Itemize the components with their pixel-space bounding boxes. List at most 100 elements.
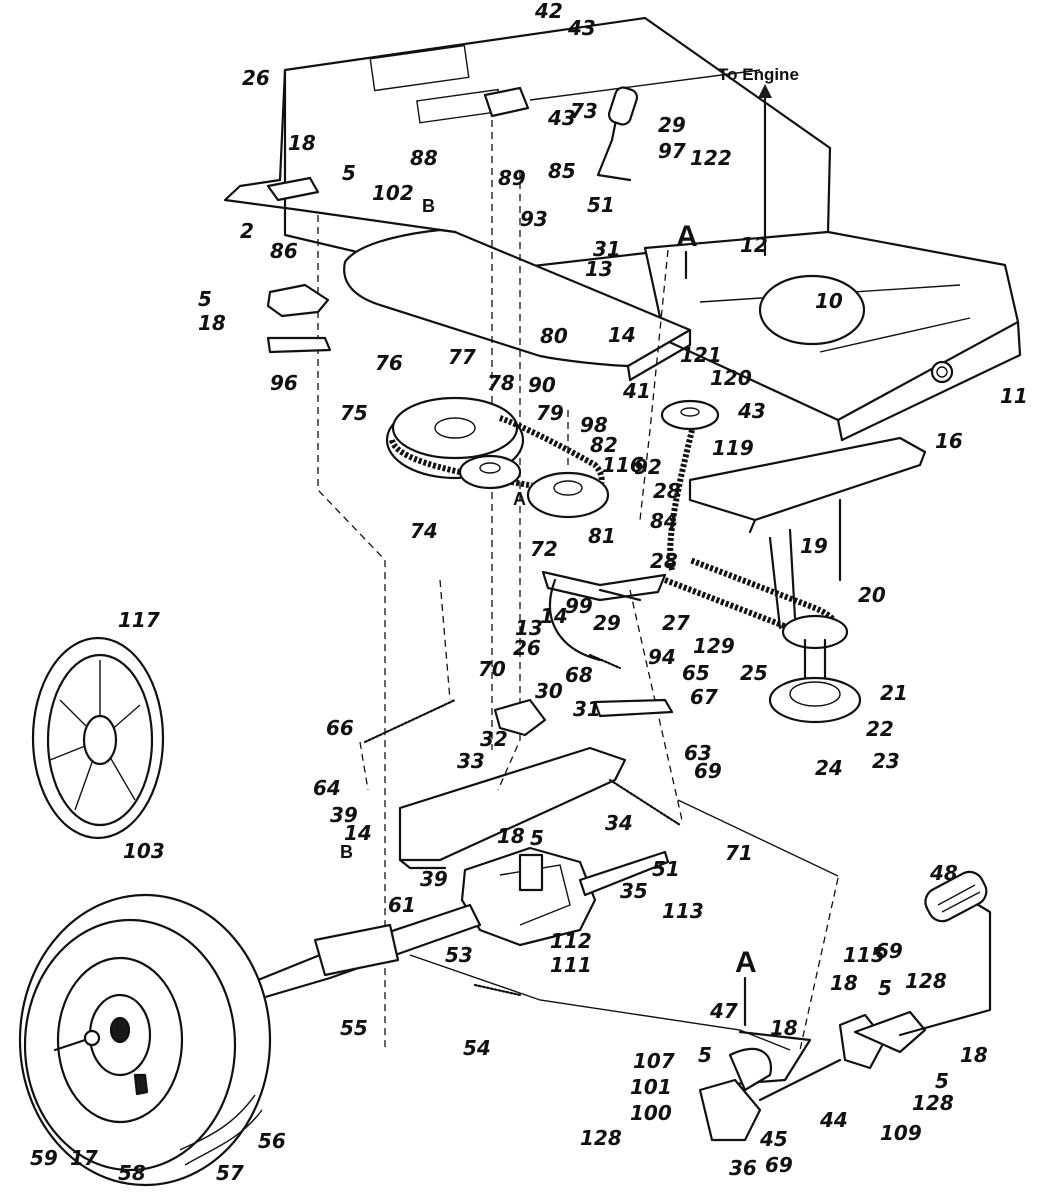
callout-c69c: 69 — [765, 1153, 793, 1177]
callout-c48: 48 — [929, 861, 958, 885]
callout-c82: 82 — [590, 433, 618, 457]
callout-c77: 77 — [448, 345, 476, 369]
callout-c55: 55 — [340, 1016, 368, 1040]
callout-c111: 111 — [550, 953, 592, 977]
callout-c19: 19 — [800, 534, 828, 558]
callout-c18a: 18 — [288, 131, 316, 155]
callout-c121: 121 — [680, 343, 722, 367]
callout-c28b: 28 — [650, 549, 678, 573]
callout-c5f: 5 — [935, 1069, 949, 1093]
callout-c116: 116 — [602, 453, 644, 477]
callout-c13a: 13 — [585, 257, 613, 281]
linkage-parts — [256, 86, 992, 1142]
callout-c109: 109 — [880, 1121, 922, 1145]
pulley-assembly — [385, 396, 862, 724]
to-engine-label: To Engine — [718, 65, 799, 84]
callout-c128b: 128 — [580, 1126, 622, 1150]
callout-c11: 11 — [1000, 384, 1028, 408]
callout-c78: 78 — [487, 371, 515, 395]
callout-c113: 113 — [662, 899, 704, 923]
callout-c107: 107 — [633, 1049, 675, 1073]
callout-c24: 24 — [815, 756, 843, 780]
callout-c29a: 29 — [658, 113, 686, 137]
callout-c14c: 14 — [344, 821, 372, 845]
callout-c5e: 5 — [698, 1043, 712, 1067]
callout-c68: 68 — [565, 663, 593, 687]
callout-c88: 88 — [410, 146, 438, 170]
callout-c58: 58 — [118, 1161, 146, 1185]
callout-c31a: 31 — [593, 237, 621, 261]
callout-c97: 97 — [658, 139, 686, 163]
callout-c92: 92 — [634, 455, 662, 479]
callout-c96: 96 — [270, 371, 298, 395]
callout-c98: 98 — [580, 413, 608, 437]
callout-c27: 27 — [662, 611, 690, 635]
callout-c90: 90 — [528, 373, 556, 397]
callout-c67: 67 — [690, 685, 718, 709]
callout-c72: 72 — [530, 537, 558, 561]
callout-c12: 12 — [740, 233, 768, 257]
callout-c17: 17 — [70, 1146, 98, 1170]
callout-c28a: 28 — [653, 479, 681, 503]
callout-c34: 34 — [605, 811, 633, 835]
callout-c86: 86 — [270, 239, 298, 263]
callout-c18f: 18 — [960, 1043, 988, 1067]
callout-c44: 44 — [819, 1108, 848, 1132]
callout-c81: 81 — [588, 524, 616, 548]
callout-c5d: 5 — [878, 976, 892, 1000]
callout-c25: 25 — [740, 661, 768, 685]
wheel-cover-103 — [31, 636, 165, 840]
callout-c122: 122 — [690, 146, 732, 170]
callout-c69b: 69 — [875, 939, 903, 963]
callout-c65: 65 — [682, 661, 710, 685]
callout-c36: 36 — [729, 1156, 757, 1180]
callout-c120: 120 — [710, 366, 752, 390]
callout-c89: 89 — [498, 166, 526, 190]
callout-c18e: 18 — [770, 1016, 798, 1040]
ref-letter-a-pulley: A — [513, 489, 526, 509]
callout-c10: 10 — [815, 289, 843, 313]
callout-c128c: 128 — [912, 1091, 954, 1115]
callout-c54: 54 — [463, 1036, 491, 1060]
callout-c18b: 18 — [198, 311, 226, 335]
callout-c99: 99 — [565, 594, 593, 618]
callout-c94: 94 — [648, 645, 676, 669]
callout-c69a: 69 — [694, 759, 722, 783]
callout-c129: 129 — [693, 634, 735, 658]
ref-letter-a-bottom: A — [735, 946, 757, 979]
callout-c39a: 39 — [330, 803, 358, 827]
callout-c33: 33 — [457, 749, 485, 773]
ref-letter-b-bottom: B — [340, 842, 353, 862]
callout-c2: 2 — [240, 219, 254, 243]
callout-c71: 71 — [725, 841, 753, 865]
callout-c26b: 26 — [513, 636, 541, 660]
callout-c117: 117 — [118, 608, 160, 632]
callout-c39b: 39 — [420, 867, 448, 891]
callout-c43a: 43 — [567, 16, 596, 40]
callout-c102: 102 — [372, 181, 414, 205]
callout-c42: 42 — [534, 0, 563, 23]
callout-c41: 41 — [622, 379, 651, 403]
callout-c23: 23 — [872, 749, 900, 773]
callout-c43b: 43 — [547, 106, 576, 130]
callout-c112: 112 — [550, 929, 592, 953]
callout-c35: 35 — [620, 879, 648, 903]
callout-c56: 56 — [258, 1129, 286, 1153]
callout-c5b: 5 — [198, 287, 212, 311]
callout-c73: 73 — [570, 99, 598, 123]
callout-c59: 59 — [30, 1146, 58, 1170]
chassis-frame — [223, 16, 1022, 870]
callout-c30: 30 — [535, 679, 563, 703]
callout-c76: 76 — [375, 351, 403, 375]
reference-letters: To Engine B B A A A — [340, 65, 799, 1027]
callout-c32: 32 — [480, 727, 508, 751]
callout-c18c: 18 — [497, 824, 525, 848]
callout-c103: 103 — [123, 839, 165, 863]
callout-c47: 47 — [709, 999, 738, 1023]
ref-letter-a-top: A — [676, 220, 698, 253]
callout-c5c: 5 — [530, 826, 544, 850]
ref-letter-b-top: B — [422, 196, 435, 216]
callout-c93: 93 — [520, 207, 548, 231]
callout-c53: 53 — [445, 943, 473, 967]
